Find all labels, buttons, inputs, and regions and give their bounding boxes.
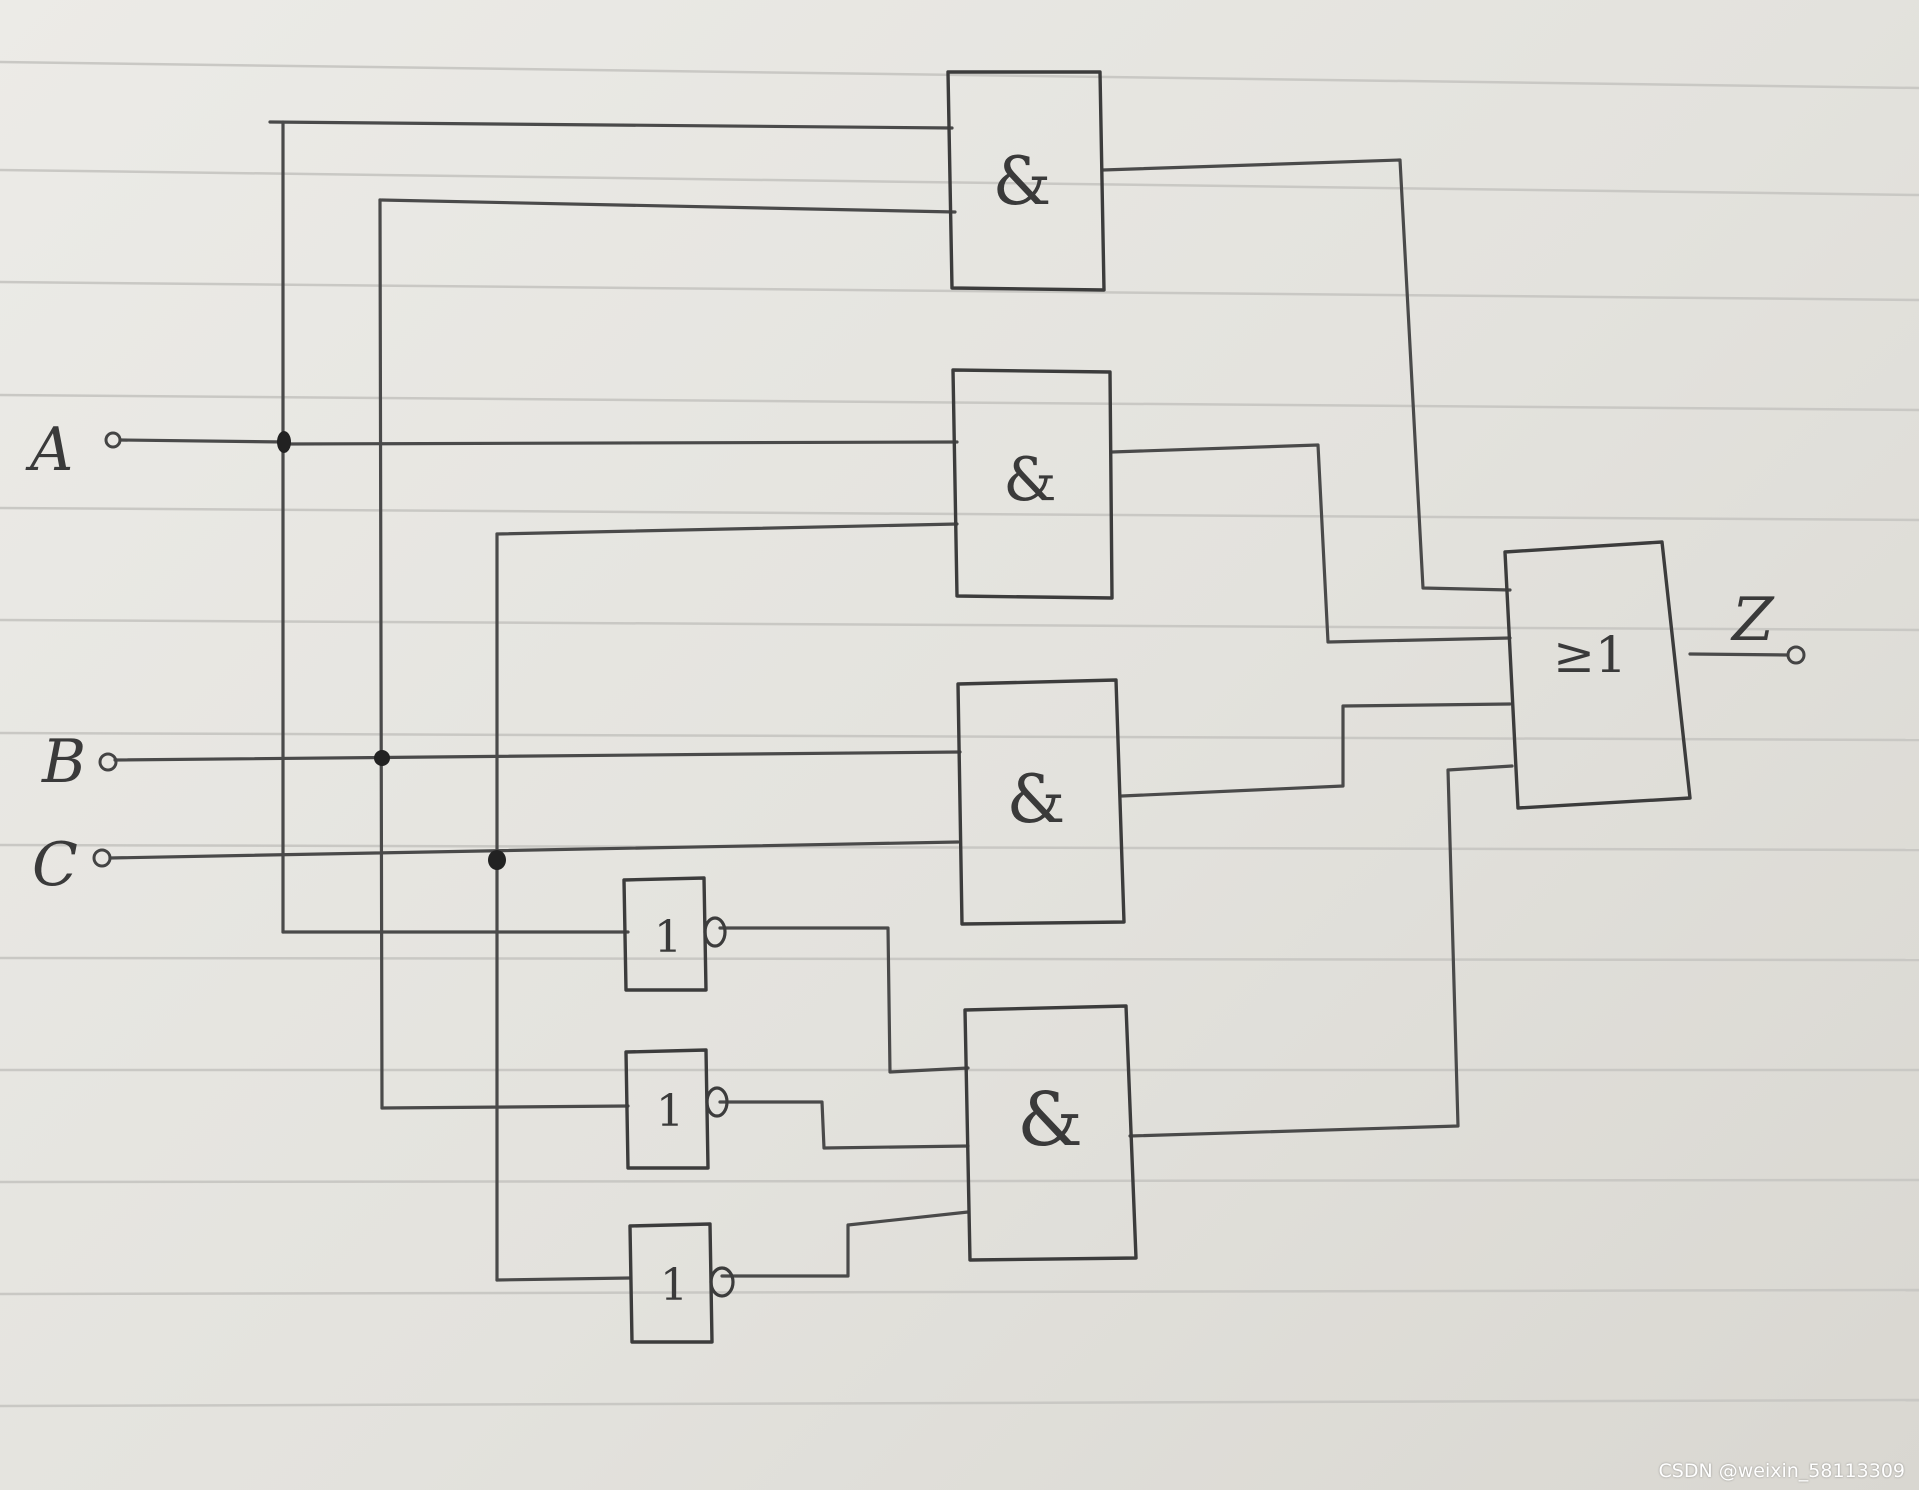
gate-and2: & <box>951 368 1114 600</box>
wire-and4-to-or <box>1128 764 1514 1138</box>
and1-symbol: & <box>993 143 1052 220</box>
wire-not3-to-and4 <box>720 1210 970 1278</box>
not1-symbol: 1 <box>654 912 682 963</box>
gate-and1: & <box>946 70 1106 292</box>
gate-and4: & <box>963 1004 1138 1262</box>
wire-or-to-z <box>1688 652 1790 657</box>
wires <box>108 120 1790 1282</box>
input-label-a: A <box>25 415 73 485</box>
wire-and2-to-or <box>1110 443 1512 644</box>
not3-symbol: 1 <box>660 1260 688 1311</box>
or-symbol: ≥1 <box>1553 626 1627 684</box>
wire-c-to-not3 <box>495 1276 632 1282</box>
gate-not3: 1 <box>628 1222 735 1344</box>
gate-and3: & <box>956 678 1126 926</box>
input-label-c: C <box>32 830 78 900</box>
wire-b-bus <box>378 198 384 1110</box>
terminal-a <box>104 431 122 449</box>
wire-c-input <box>108 840 960 860</box>
gate-or: ≥1 <box>1503 540 1692 810</box>
and3-symbol: & <box>1007 761 1066 838</box>
ruled-lines <box>0 60 1919 1408</box>
output-label-z: Z <box>1730 585 1775 655</box>
junction-c <box>488 850 506 870</box>
and2-symbol: & <box>1003 445 1056 515</box>
wire-a-to-and2 <box>283 440 959 446</box>
io-labels: A B C Z <box>25 415 1775 900</box>
terminal-c <box>92 848 112 868</box>
junction-b <box>374 750 390 766</box>
input-label-b: B <box>41 727 86 797</box>
terminals <box>92 431 1806 868</box>
wire-b-to-and1 <box>378 198 957 214</box>
wire-a-input <box>118 438 287 444</box>
and4-symbol: & <box>1017 1077 1083 1163</box>
wire-b-to-not2 <box>380 1104 630 1110</box>
wire-c-to-and2 <box>495 522 959 536</box>
wire-a-to-and1 <box>268 120 954 130</box>
gate-not1: 1 <box>622 876 727 992</box>
wire-not1-to-and4 <box>718 926 970 1074</box>
junctions <box>277 431 506 870</box>
watermark: CSDN @weixin_58113309 <box>1658 1460 1906 1482</box>
wire-and1-to-or <box>1101 158 1512 592</box>
wire-and3-to-or <box>1120 702 1512 798</box>
gate-not2: 1 <box>624 1048 729 1170</box>
terminal-b <box>98 752 118 772</box>
junction-a <box>277 431 291 453</box>
wire-not2-to-and4 <box>718 1100 970 1150</box>
not2-symbol: 1 <box>656 1086 684 1137</box>
terminal-z <box>1786 645 1806 665</box>
wire-b-input <box>113 750 962 762</box>
